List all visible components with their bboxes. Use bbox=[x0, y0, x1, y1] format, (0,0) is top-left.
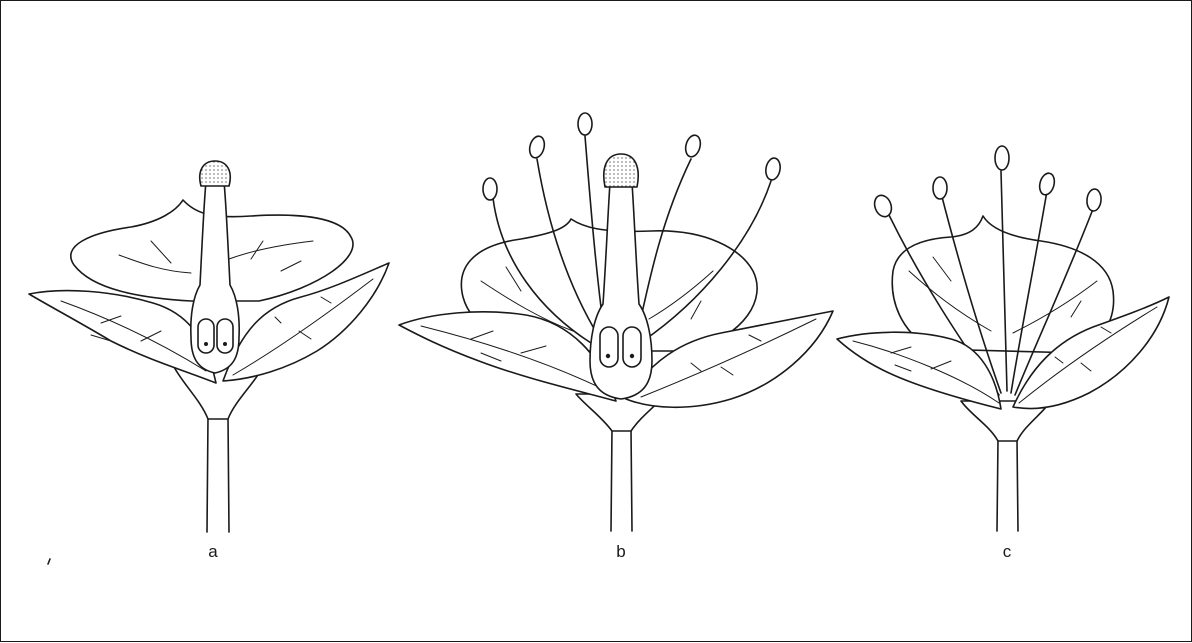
anther-b-3 bbox=[578, 113, 592, 135]
panel-label-a: a bbox=[208, 542, 217, 562]
flower-a bbox=[29, 161, 389, 532]
flower-c bbox=[837, 146, 1169, 531]
anther-b-5 bbox=[764, 157, 782, 181]
stem-a bbox=[207, 417, 229, 532]
stem-c bbox=[997, 439, 1018, 531]
anther-c-4 bbox=[1037, 172, 1056, 197]
ovule-right-b bbox=[623, 327, 641, 367]
anther-c-2 bbox=[933, 177, 947, 199]
anther-c-3 bbox=[995, 146, 1009, 170]
anther-b-2 bbox=[527, 135, 546, 160]
left-sepal-a bbox=[29, 291, 216, 383]
anther-b-1 bbox=[483, 178, 497, 200]
anther-c-1 bbox=[872, 193, 895, 219]
anther-b-4 bbox=[683, 134, 702, 159]
ovule-left-a bbox=[198, 319, 214, 353]
flower-b bbox=[399, 113, 833, 531]
panel-label-b: b bbox=[616, 542, 625, 562]
panel-label-c: c bbox=[1003, 542, 1012, 562]
ovule-right-a bbox=[217, 319, 233, 353]
ovule-left-b bbox=[600, 327, 618, 367]
stem-b bbox=[611, 429, 632, 531]
anther-c-5 bbox=[1086, 188, 1102, 211]
speck bbox=[48, 559, 50, 564]
